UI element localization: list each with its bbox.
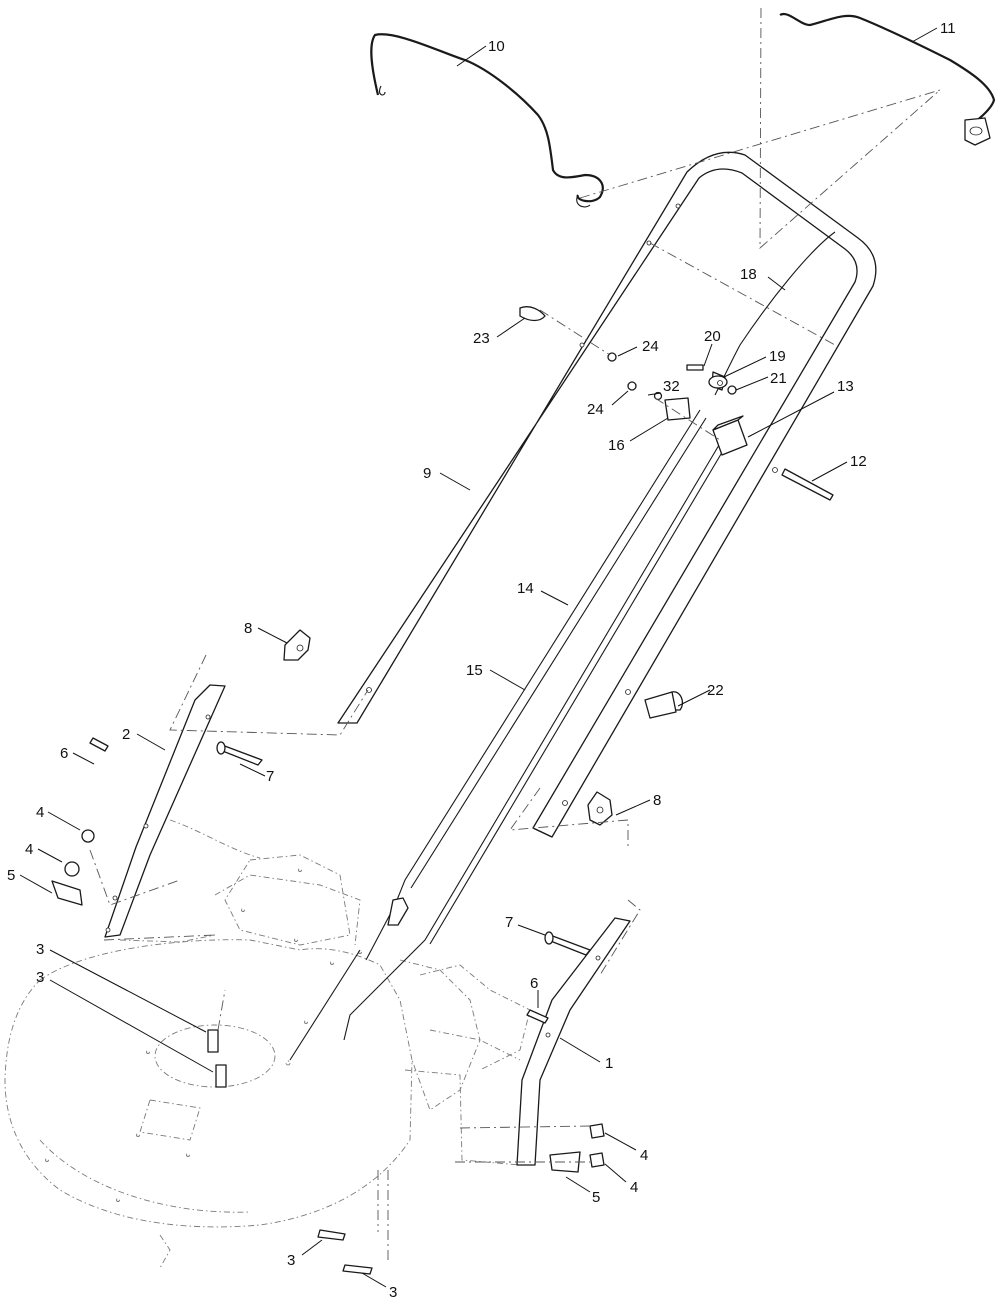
callout-14: 14	[517, 580, 534, 597]
alignment-lines	[89, 7, 941, 1262]
callout-4: 4	[630, 1179, 638, 1196]
callout-3: 3	[389, 1284, 397, 1300]
fasteners	[51, 737, 605, 1275]
operator-bail	[370, 33, 604, 208]
callout-10: 10	[488, 38, 505, 55]
cables	[289, 231, 836, 1061]
mower-deck	[4, 819, 531, 1269]
callout-32: 32	[663, 378, 680, 395]
upper-handle	[337, 151, 877, 838]
callout-23: 23	[473, 330, 490, 347]
callout-8: 8	[653, 792, 661, 809]
callout-20: 20	[704, 328, 721, 345]
drive-bail	[779, 12, 996, 146]
lower-handles	[104, 684, 631, 1166]
leader-lines	[19, 27, 938, 1288]
callout-4: 4	[36, 804, 44, 821]
callout-24: 24	[642, 338, 659, 355]
callout-21: 21	[770, 370, 787, 387]
callout-7: 7	[266, 768, 274, 785]
callout-9: 9	[423, 465, 431, 482]
callout-11: 11	[940, 20, 956, 37]
callout-1: 1	[605, 1055, 613, 1072]
callout-6: 6	[530, 975, 538, 992]
callout-7: 7	[505, 914, 513, 931]
callout-3: 3	[36, 969, 44, 986]
callout-22: 22	[707, 682, 724, 699]
callout-12: 12	[850, 453, 867, 470]
callout-13: 13	[837, 378, 854, 395]
callout-2: 2	[122, 726, 130, 743]
callout-24: 24	[587, 401, 604, 418]
callout-6: 6	[60, 745, 68, 762]
callout-15: 15	[466, 662, 483, 679]
callout-18: 18	[740, 266, 757, 283]
callout-5: 5	[592, 1189, 600, 1206]
callout-labels: 10 11 18 23 24 20 19 21 13 24 32 16 12 9…	[7, 20, 956, 1300]
callout-8: 8	[244, 620, 252, 637]
cable-hardware	[519, 306, 834, 719]
callout-16: 16	[608, 437, 625, 454]
callout-19: 19	[769, 348, 786, 365]
callout-4: 4	[25, 841, 33, 858]
callout-5: 5	[7, 867, 15, 884]
callout-4: 4	[640, 1147, 648, 1164]
callout-3: 3	[36, 941, 44, 958]
handle-knobs	[283, 629, 613, 826]
callout-3: 3	[287, 1252, 295, 1269]
